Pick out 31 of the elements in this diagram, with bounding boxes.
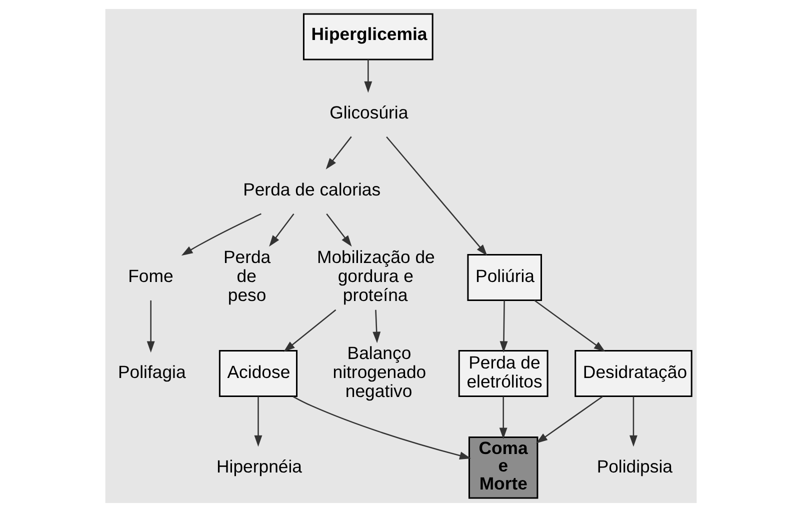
arrow xyxy=(181,212,262,256)
node-text: Perda de peso xyxy=(223,246,271,305)
node-text: Polidipsia xyxy=(596,456,672,476)
arrow xyxy=(386,136,488,256)
arrow xyxy=(326,212,352,246)
arrow xyxy=(536,395,603,443)
arrow xyxy=(372,309,381,343)
arrow xyxy=(284,308,336,352)
arrow xyxy=(500,300,508,352)
node-box: Poliúria xyxy=(467,253,542,300)
node-box: Desidratação xyxy=(574,350,692,396)
arrow xyxy=(534,299,606,352)
node-text: Hiperpnéia xyxy=(216,456,302,476)
node-text: Polifagia xyxy=(118,362,186,382)
arrow xyxy=(326,136,352,169)
arrow xyxy=(254,396,262,446)
node-box: Perda de eletrólitos xyxy=(458,350,548,396)
node-text: Perda de calorias xyxy=(243,179,381,200)
node-text: Balanço nitrogenado negativo xyxy=(332,342,426,401)
node-box: Acidose xyxy=(218,350,298,396)
node-box: Coma e Morte xyxy=(468,436,538,498)
arrow xyxy=(629,396,638,446)
arrow xyxy=(146,300,155,352)
node-text: Fome xyxy=(128,266,174,286)
node-text: Glicosúria xyxy=(330,102,408,122)
arrow xyxy=(499,396,508,439)
arrow xyxy=(292,395,472,459)
arrow xyxy=(364,59,372,92)
arrow xyxy=(269,212,294,246)
node-box: Hiperglicemia xyxy=(302,12,434,60)
node-text: Mobilização de gordura e proteína xyxy=(316,246,435,305)
